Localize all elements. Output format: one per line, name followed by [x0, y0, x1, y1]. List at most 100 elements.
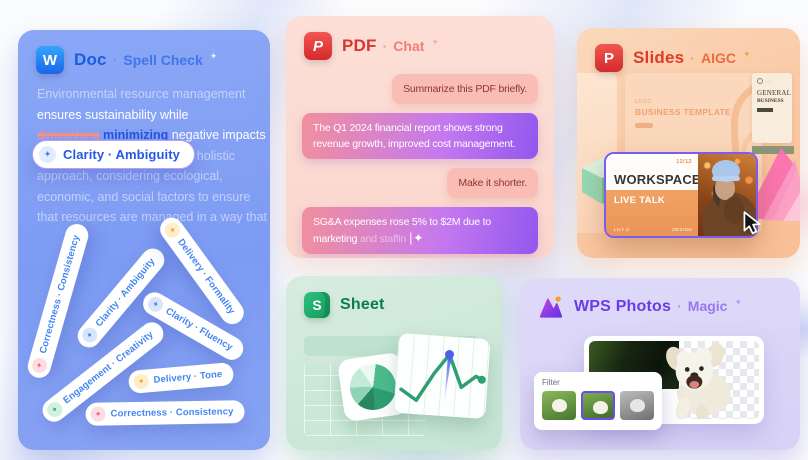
clarity-suggestion-chip[interactable]: ✦ Clarity · Ambiguity — [32, 140, 195, 169]
paragraph-line: approach, considering ecological, — [37, 169, 223, 183]
filter-thumb-selected[interactable] — [581, 391, 615, 420]
pink-geometry-decoration — [745, 148, 800, 221]
slide-footer: LILY D DESIGN — [614, 227, 692, 232]
title-separator-dot: · — [690, 50, 695, 66]
paragraph-line-correction: diminishing minimizing negative impacts — [37, 125, 266, 146]
typing-caret: | — [409, 230, 413, 245]
thumbnail-dog — [593, 401, 608, 414]
sparkle-icon: ✦ — [431, 37, 439, 47]
doc-app-name: Doc — [74, 50, 107, 69]
slide-author: LILY D — [614, 227, 630, 232]
background-olive-bar — [752, 146, 794, 154]
title-separator-dot: · — [382, 38, 388, 54]
slide-title: WORKSPACE — [614, 172, 701, 187]
line-chart — [399, 349, 486, 405]
slide-category: DESIGN — [672, 227, 692, 232]
slide-text-panel: 12/12 WORKSPACE LIVE TALK LILY D DESIGN — [606, 154, 701, 236]
template-logo-text: LOGO — [635, 99, 652, 105]
sparkle-icon: ✦ — [145, 294, 166, 315]
tag-pill[interactable]: ✦ Delivery · Tone — [127, 361, 235, 395]
tag-label: Delivery · Tone — [153, 368, 223, 386]
tag-pill[interactable]: ✦ Correctness · Consistency — [25, 221, 91, 381]
sparkle-icon: ✦ — [90, 406, 106, 422]
tag-label: Correctness · Consistency — [110, 406, 234, 420]
doc-card-header: W Doc · Spell Check ✦ — [18, 30, 270, 74]
logo-circle-icon — [757, 78, 763, 84]
user-chat-bubble: Summarize this PDF briefly. — [392, 74, 538, 104]
slides-card-header: P Slides · AIGC ✦ — [577, 28, 800, 72]
pdf-card-header: P PDF · Chat ✦ — [286, 16, 554, 60]
sparkle-icon: ✦ — [133, 373, 150, 390]
sheet-card[interactable]: S Sheet — [286, 276, 502, 450]
ai-fading-text: and staffin — [360, 233, 407, 245]
template-decoration-bar — [635, 123, 653, 128]
thumbnail-dog — [630, 399, 645, 412]
filter-thumb-grayscale[interactable] — [620, 391, 654, 420]
thumbnail-dog — [552, 399, 567, 412]
sparkle-icon: ✦ — [161, 219, 183, 241]
spellcheck-tag-cloud: ✦ Correctness · Consistency ✦ Clarity · … — [18, 30, 270, 450]
tag-label: Engagement · Creativity — [61, 329, 156, 407]
sheet-app-icon: S — [304, 292, 330, 318]
sparkle-icon: ✦ — [734, 297, 743, 307]
photos-card-title: WPS Photos · Magic ✦ — [574, 297, 743, 316]
photos-logo-icon — [539, 296, 563, 318]
tag-label: Correctness · Consistency — [37, 233, 83, 355]
doc-feature-name: Spell Check — [123, 52, 203, 68]
pdf-chat-card[interactable]: P PDF · Chat ✦ Summarize this PDF briefl… — [286, 16, 554, 258]
tag-label: Clarity · Ambiguity — [93, 256, 158, 330]
slide-decoration-bar — [757, 108, 773, 112]
suggestion-label: Clarity · Ambiguity — [63, 147, 180, 162]
featured-slide[interactable]: 12/12 WORKSPACE LIVE TALK LILY D DESIGN — [604, 152, 758, 238]
slide-subtitle-section: LIVE TALK LILY D DESIGN — [606, 190, 698, 236]
slide-title-section: 12/12 WORKSPACE — [606, 154, 701, 190]
paragraph-line: economic, and social factors to ensure — [37, 189, 251, 204]
slides-app-icon: P — [595, 44, 623, 72]
ai-typed-text: SG&A expenses rose 5% to $2M due to mark… — [313, 216, 492, 245]
sparkle-icon: ✦ — [39, 146, 56, 163]
struck-word: diminishing — [37, 128, 100, 142]
dog-photo-illustration — [666, 343, 731, 419]
slide-logo-row: —– — [757, 78, 792, 84]
wps-photos-card[interactable]: WPS Photos · Magic ✦ — [520, 278, 800, 450]
filter-thumb-original[interactable] — [542, 391, 576, 420]
slide-subheading: BUSINESS — [757, 98, 784, 104]
sheet-app-name: Sheet — [340, 296, 385, 313]
slides-feature-name: AIGC — [700, 50, 736, 66]
sparkle-icon: ✦ — [44, 399, 66, 421]
doc-app-icon: W — [36, 46, 64, 74]
ai-chat-bubble-typing: SG&A expenses rose 5% to $2M due to mark… — [302, 207, 538, 254]
replacement-word: minimizing — [103, 128, 169, 142]
slides-card-title: Slides · AIGC ✦ — [633, 48, 751, 68]
sparkle-icon: ✦ — [30, 356, 49, 375]
background-slide-general: —– GENERAL BUSINESS — [752, 73, 792, 143]
slide-subtitle: LIVE TALK — [614, 195, 666, 206]
photos-app-name: WPS Photos — [574, 298, 672, 315]
mouse-cursor-icon — [743, 211, 761, 235]
doc-card-title: Doc · Spell Check ✦ — [74, 50, 217, 70]
photos-app-icon — [538, 294, 564, 320]
slides-aigc-card[interactable]: LOGO BUSINESS TEMPLATE —– GENERAL BUSINE… — [577, 28, 800, 258]
chat-thread: Summarize this PDF briefly. The Q1 2024 … — [286, 60, 554, 254]
logo-tiny-text: —– — [765, 79, 771, 83]
pdf-feature-name: Chat — [393, 38, 425, 54]
tag-pill[interactable]: ✦ Correctness · Consistency — [85, 400, 245, 426]
sparkle-icon: ✦ — [79, 324, 101, 346]
line-rest: negative impacts — [171, 128, 266, 142]
person-photo-illustration — [702, 160, 756, 236]
filter-panel-label: Filter — [542, 378, 560, 387]
filter-panel: Filter — [534, 372, 662, 430]
title-separator-dot: · — [112, 52, 118, 68]
photos-card-header: WPS Photos · Magic ✦ — [520, 278, 800, 320]
pdf-app-name: PDF — [342, 36, 377, 55]
paragraph-line: Environmental resource management — [37, 87, 246, 101]
slide-heading: GENERAL — [757, 89, 792, 97]
sparkle-icon: ✦ — [209, 51, 218, 61]
filter-options-row — [542, 391, 654, 420]
user-chat-bubble: Make it shorter. — [447, 168, 538, 198]
slide-page-number: 12/12 — [676, 159, 692, 165]
doc-spellcheck-card[interactable]: W Doc · Spell Check ✦ Environmental reso… — [18, 30, 270, 450]
template-title-text: BUSINESS TEMPLATE — [635, 107, 732, 117]
paragraph-line: ensures sustainability while — [37, 107, 189, 122]
